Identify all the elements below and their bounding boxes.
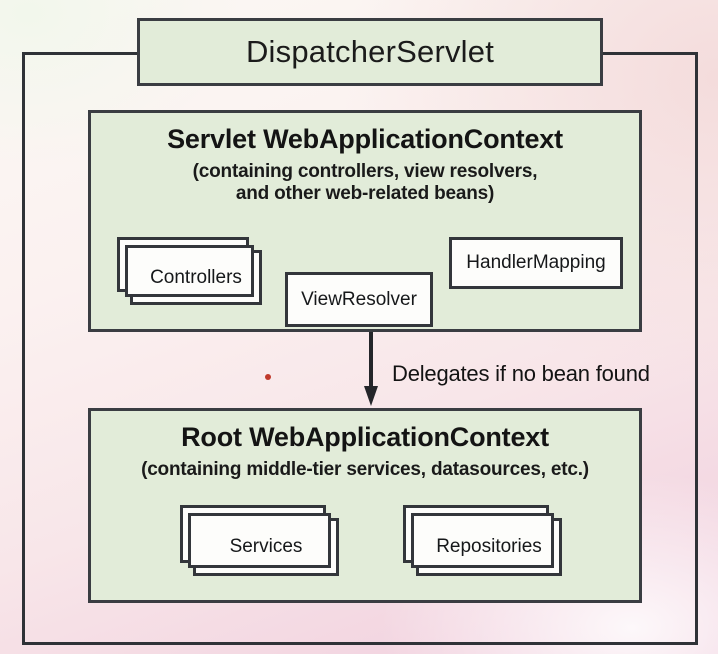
component-controllers: Controllers xyxy=(117,237,262,305)
component-handlermapping: HandlerMapping xyxy=(449,237,623,289)
dispatcher-servlet-title: DispatcherServlet xyxy=(245,34,495,69)
component-repositories: Repositories xyxy=(403,505,562,576)
root-context-subtitle-line1: (containing middle-tier services, dataso… xyxy=(141,459,589,480)
dispatcher-servlet-box: DispatcherServlet xyxy=(137,18,603,86)
delegates-arrow-icon xyxy=(364,332,378,406)
component-controllers-label: Controllers xyxy=(150,266,242,288)
servlet-context-subtitle-line1: (containing controllers, view resolvers, xyxy=(192,161,538,182)
red-dot-marker xyxy=(265,374,271,380)
component-handlermapping-label: HandlerMapping xyxy=(466,252,606,273)
root-context-heading: Root WebApplicationContext xyxy=(181,422,549,452)
component-repositories-label: Repositories xyxy=(436,536,542,557)
servlet-webapplicationcontext-panel: Servlet WebApplicationContext (containin… xyxy=(88,110,642,332)
component-services-label: Services xyxy=(229,536,303,557)
component-viewresolver-label: ViewResolver xyxy=(301,288,417,310)
component-services: Services xyxy=(180,505,339,576)
servlet-context-heading: Servlet WebApplicationContext xyxy=(167,124,563,154)
delegates-arrow-label: Delegates if no bean found xyxy=(392,361,650,386)
component-viewresolver: ViewResolver xyxy=(285,272,433,327)
servlet-context-subtitle-line2: and other web-related beans) xyxy=(235,183,495,205)
servlet-context-subtitle: (containing controllers, view resolvers,… xyxy=(91,161,639,206)
root-context-subtitle: (containing middle-tier services, dataso… xyxy=(91,459,639,481)
